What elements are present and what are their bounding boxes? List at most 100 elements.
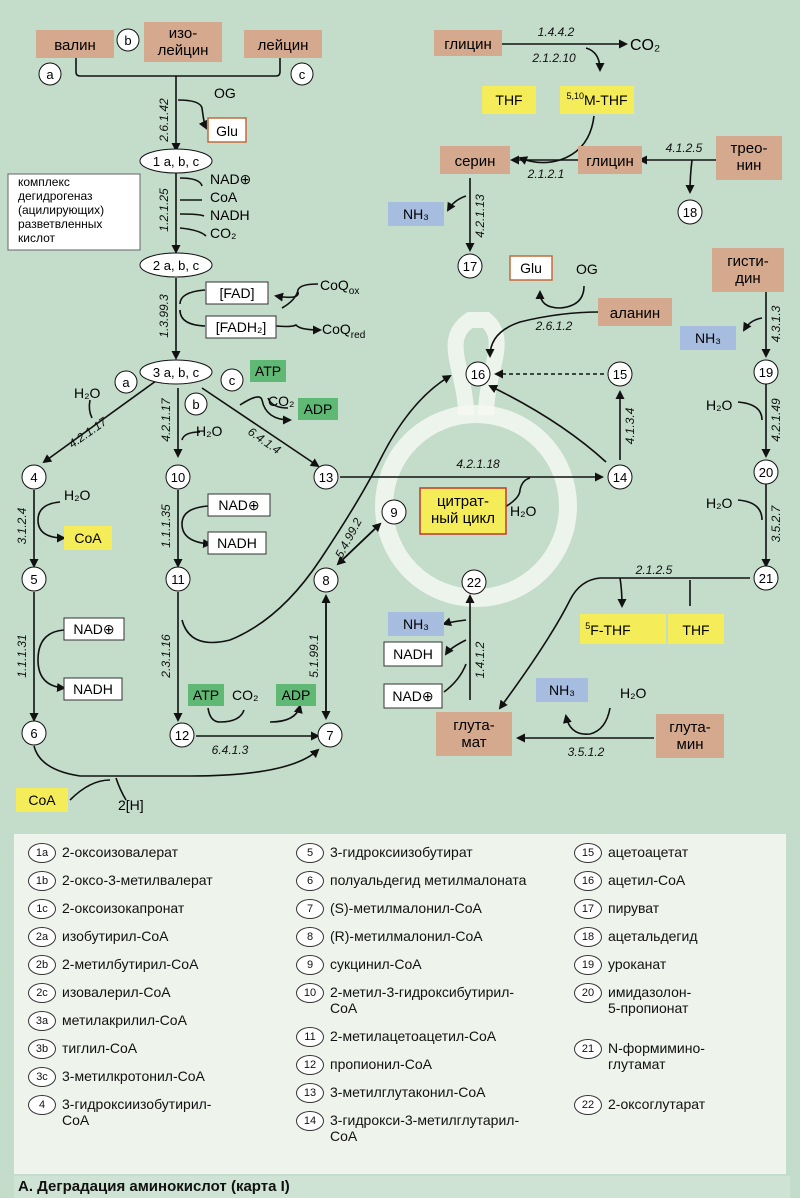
og-label-2: OG xyxy=(576,261,598,277)
enzyme-2-6-1-42: 2.6.1.42 xyxy=(157,98,171,143)
legend-text: (S)-метилмалонил-CoA xyxy=(330,900,482,916)
enzyme-5-1-99-1: 5.1.99.1 xyxy=(307,634,321,677)
legend-number: 10 xyxy=(296,983,324,1003)
threonine-box xyxy=(716,136,782,180)
node-8: 8 xyxy=(322,573,329,588)
arrows xyxy=(29,39,771,801)
thf-box-2 xyxy=(668,614,724,644)
legend-number: 1c xyxy=(28,899,56,919)
legend-text: сукцинил-CoA xyxy=(330,956,422,972)
legend-text: N-формимино- глутамат xyxy=(608,1040,705,1072)
cofactors: OG Glu NAD⊕ CoA NADH CO₂ [FAD] [FADH₂] C… xyxy=(16,37,736,813)
citrate-line2: ный цикл xyxy=(431,510,495,527)
co2-label-1: CO₂ xyxy=(210,225,236,241)
serine-label: серин xyxy=(455,153,496,170)
enzyme-1-2-1-25: 1.2.1.25 xyxy=(157,188,171,232)
fthf-label: 5F-THF xyxy=(585,621,630,638)
enzyme-4-2-1-17a: 4.2.1.17 xyxy=(66,414,111,451)
glu-box-2 xyxy=(509,255,553,281)
legend-text: 3-гидроксиизобутират xyxy=(330,844,473,860)
threonine-line2: нин xyxy=(737,157,762,174)
node-18: 18 xyxy=(683,205,697,220)
node-21: 21 xyxy=(759,571,773,586)
node-13: 13 xyxy=(319,470,333,485)
enzyme-2-1-2-10: 2.1.2.10 xyxy=(531,51,576,65)
legend-number: 22 xyxy=(574,1095,602,1115)
node-15: 15 xyxy=(613,367,627,382)
node-11: 11 xyxy=(171,572,185,587)
alanine-label: аланин xyxy=(610,305,660,322)
co2-label-3: CO₂ xyxy=(232,687,258,703)
glycine-top-box xyxy=(434,30,502,56)
valine-box xyxy=(36,30,114,58)
node-a-2: a xyxy=(122,375,130,390)
isoleucine-box xyxy=(144,22,222,62)
nad-box-3 xyxy=(383,683,443,709)
legend-text: ацетоацетат xyxy=(608,844,689,860)
h2o-label-7: H₂O xyxy=(620,685,647,701)
complex-line1: комплекс xyxy=(18,175,70,189)
nad-label-3: NAD⊕ xyxy=(73,621,114,637)
leucine-box xyxy=(244,30,322,58)
legend-text: 2-метилбутирил-CoA xyxy=(62,956,199,972)
adp-box-2 xyxy=(276,684,316,706)
enzyme-2-1-2-1: 2.1.2.1 xyxy=(527,167,565,181)
enzyme-3-1-2-4: 3.1.2.4 xyxy=(15,507,29,544)
thf-box-1 xyxy=(482,86,536,114)
legend-text: 3-гидроксиизобутирил- CoA xyxy=(62,1096,212,1128)
nh3-box-2 xyxy=(680,326,736,350)
glutamine-label: глута-мин xyxy=(669,719,710,753)
nad-box-2 xyxy=(63,617,125,641)
nh3-box-3 xyxy=(388,612,444,636)
leucine-label: лейцин xyxy=(258,37,309,54)
h2o-label-4: H₂O xyxy=(706,397,733,413)
legend-number: 4 xyxy=(28,1095,56,1115)
enzyme-4-2-1-17b: 4.2.1.17 xyxy=(159,397,173,442)
h2o-label-5: H₂O xyxy=(706,495,733,511)
valine-label: валин xyxy=(54,37,96,54)
legend-number: 16 xyxy=(574,871,602,891)
alanine-box xyxy=(598,298,672,326)
node-a-1: a xyxy=(46,67,54,82)
node-6: 6 xyxy=(30,726,37,741)
legend-text: 2-оксоизокапронат xyxy=(62,900,185,916)
enzyme-1-4-4-2: 1.4.4.2 xyxy=(538,25,575,39)
enzyme-4-2-1-13: 4.2.1.13 xyxy=(473,194,487,238)
node-14: 14 xyxy=(613,470,627,485)
complex-label: комплекс дегидрогеназ (ацилирующих) разв… xyxy=(18,175,107,245)
glutamate-line2: мат xyxy=(461,734,486,751)
enzyme-4-1-3-4: 4.1.3.4 xyxy=(623,407,637,444)
legend-number: 6 xyxy=(296,871,324,891)
legend-text: 3-гидрокси-3-метилглутарил- CoA xyxy=(330,1112,520,1144)
atp-box-1 xyxy=(250,360,286,382)
enzyme-1-4-1-2: 1.4.1.2 xyxy=(473,641,487,678)
legend-number: 2a xyxy=(28,927,56,947)
coa-box-1 xyxy=(64,526,112,550)
legend-number: 1b xyxy=(28,871,56,891)
mthf-box xyxy=(560,86,634,114)
enzyme-1-3-99-3: 1.3.99.3 xyxy=(157,294,171,338)
legend-number: 3b xyxy=(28,1039,56,1059)
legend-number: 18 xyxy=(574,927,602,947)
coa-label-2: CoA xyxy=(74,530,102,546)
histidine-line1: гисти- xyxy=(727,253,769,270)
legend-number: 19 xyxy=(574,955,602,975)
node-1abc: 1 a, b, c xyxy=(153,154,200,169)
legend-text: 2-оксоизовалерат xyxy=(62,844,179,860)
legend-text: 2-метилацетоацетил-CoA xyxy=(330,1028,497,1044)
node-16: 16 xyxy=(471,367,485,382)
nodes: 1 a, b, c 2 a, b, c 3 a, b, c a b c a b … xyxy=(21,28,779,748)
node-19: 19 xyxy=(759,365,773,380)
h2-label: 2[H] xyxy=(118,797,144,813)
nad-label-4: NAD⊕ xyxy=(392,688,433,704)
node-c-2: c xyxy=(229,373,236,388)
nadh-box-1 xyxy=(207,531,267,555)
legend-text: 2-метил-3-гидроксибутирил- CoA xyxy=(330,984,515,1016)
h2o-label-2: H₂O xyxy=(196,423,223,439)
complex-line2: дегидрогеназ xyxy=(18,189,93,203)
legend-text: изовалерил-CoA xyxy=(62,984,171,1000)
legend-number: 3a xyxy=(28,1011,56,1031)
enzyme-2-6-1-2: 2.6.1.2 xyxy=(535,319,573,333)
nh3-box-1 xyxy=(388,202,444,226)
legend-text: имидазолон- 5-пропионат xyxy=(608,984,692,1016)
